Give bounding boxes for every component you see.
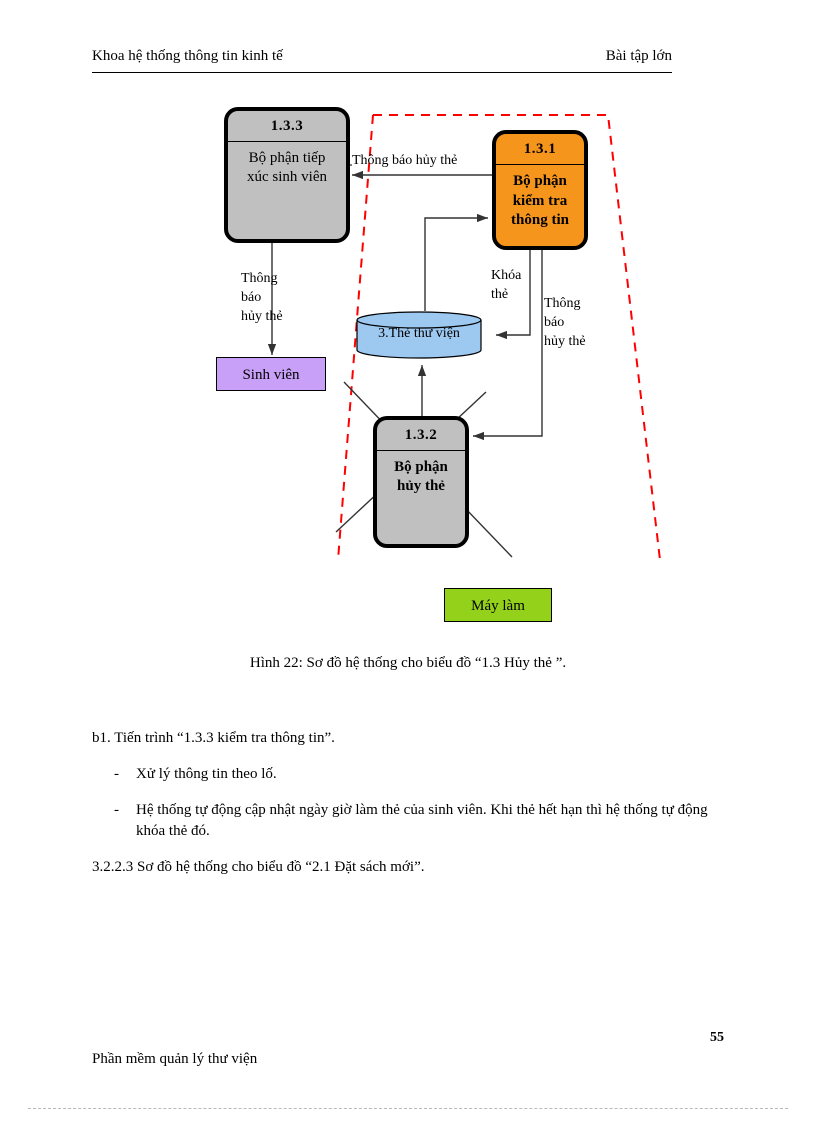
- flow-label-khoa-the: Khóa thẻ: [491, 268, 522, 302]
- bullet-dash: -: [114, 801, 119, 818]
- cylinder-shape: [356, 311, 482, 359]
- process-1-3-2-name: Bộ phận hủy thẻ: [394, 459, 448, 495]
- diagram-connectors: [246, 114, 661, 561]
- page-number: 55: [710, 1030, 724, 1045]
- entity-sinh-vien-label: Sinh viên: [242, 367, 300, 383]
- flow-label-thong-bao-huy-the-right: Thông báo hủy thẻ: [544, 296, 586, 349]
- figure-22-diagram: 1.3.3 Bộ phận tiếp xúc sinh viên 1.3.1 B…: [0, 95, 816, 655]
- list-item-text: Xử lý thông tin theo lố.: [136, 765, 277, 782]
- process-1-3-2-id: 1.3.2: [404, 427, 438, 443]
- process-divider: [377, 450, 465, 451]
- process-divider: [496, 164, 584, 165]
- flow-131-to-store: [496, 250, 531, 340]
- process-1-3-1-id: 1.3.1: [523, 141, 557, 157]
- bullet-dash: -: [114, 765, 119, 782]
- header-left-text: Khoa hệ thống thông tin kinh tế: [92, 48, 283, 64]
- list-item: - Hệ thống tự động cập nhật ngày giờ làm…: [92, 800, 712, 844]
- page-header: Khoa hệ thống thông tin kinh tế Bài tập …: [92, 48, 672, 73]
- process-1-3-1[interactable]: 1.3.1 Bộ phận kiểm tra thông tin: [492, 130, 588, 250]
- header-right-text: Bài tập lớn: [605, 48, 672, 64]
- list-item-text: Hệ thống tự động cập nhật ngày giờ làm t…: [136, 801, 708, 840]
- footer-text: Phần mềm quản lý thư viện: [92, 1051, 258, 1067]
- datastore-label: 3.Thẻ thư viện: [378, 326, 460, 341]
- legend-may-lam[interactable]: Máy làm: [444, 588, 552, 622]
- section-heading-3-2-2-3: 3.2.2.3 Sơ đồ hệ thống cho biểu đồ “2.1 …: [92, 859, 425, 875]
- flow-label-thong-bao-huy-the-left: Thông báo hủy thẻ: [241, 271, 283, 324]
- bottom-divider: [28, 1108, 788, 1109]
- entity-sinh-vien[interactable]: Sinh viên: [216, 357, 326, 391]
- system-boundary: [337, 114, 661, 561]
- process-1-3-2[interactable]: 1.3.2 Bộ phận hủy thẻ: [373, 416, 469, 548]
- process-1-3-1-name: Bộ phận kiểm tra thông tin: [511, 173, 569, 228]
- list-item: - Xử lý thông tin theo lố.: [92, 764, 712, 786]
- process-1-3-3-name: Bộ phận tiếp xúc sinh viên: [247, 150, 327, 186]
- process-divider: [228, 141, 346, 142]
- process-1-3-3[interactable]: 1.3.3 Bộ phận tiếp xúc sinh viên: [224, 107, 350, 243]
- legend-may-lam-label: Máy làm: [471, 598, 525, 614]
- flow-131-to-132: [473, 250, 543, 441]
- figure-caption: Hình 22: Sơ đồ hệ thống cho biểu đồ “1.3…: [249, 655, 567, 671]
- process-1-3-3-id: 1.3.3: [270, 118, 304, 134]
- paragraph-intro: b1. Tiến trình “1.3.3 kiểm tra thông tin…: [92, 730, 335, 746]
- flow-store-to-131: [424, 213, 488, 311]
- body-content: b1. Tiến trình “1.3.3 kiểm tra thông tin…: [92, 728, 712, 879]
- flow-label-thong-bao-huy-the-top: Thông báo hủy thẻ: [352, 153, 458, 168]
- datastore-the-thu-vien[interactable]: 3.Thẻ thư viện: [356, 311, 492, 359]
